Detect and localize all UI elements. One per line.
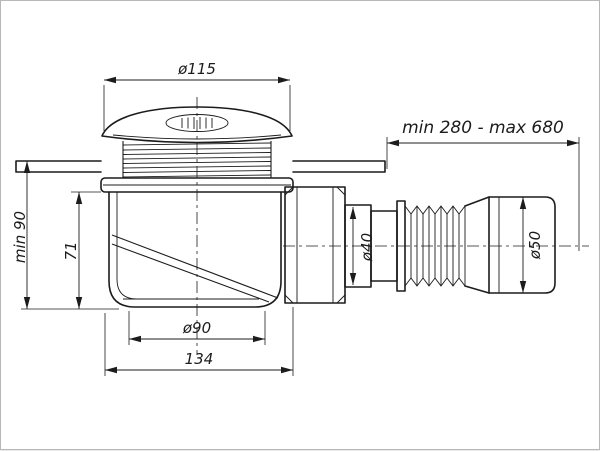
hose-bottom-edge [404, 277, 466, 287]
thread-lines [122, 142, 272, 178]
internal-baffle [111, 234, 279, 303]
dome-cap [101, 106, 293, 144]
dim-length-extension-lines [386, 137, 580, 251]
vent-grille-slots [181, 117, 213, 129]
body-outer-wall [108, 191, 282, 308]
dim-hose-length: min 280 - max 680 [386, 118, 580, 251]
trap-body [108, 191, 282, 308]
clamp-flange [100, 177, 294, 193]
thread-walls [122, 141, 272, 178]
outlet-nut [284, 186, 346, 304]
dim-body-height: 71 [62, 191, 101, 309]
dim-end-diameter: ø50 [519, 197, 544, 293]
dim-cap-diameter: ø115 [103, 60, 291, 131]
vent-grille [165, 114, 229, 132]
dim-134-extension-lines [104, 307, 294, 376]
dim-label-body-height: 71 [62, 241, 80, 260]
end-connector [488, 196, 556, 294]
shower-tray-left [15, 160, 102, 173]
dim-label-hose-length: min 280 - max 680 [402, 118, 564, 138]
dim-label-end-diameter: ø50 [526, 231, 544, 260]
hose-top-edge [404, 205, 466, 215]
thread-section [122, 141, 272, 178]
dim-label-overall-width: 134 [185, 350, 214, 368]
end-connector-outline [488, 196, 556, 294]
dim-label-cap-diameter: ø115 [177, 60, 216, 78]
dim-overall-width: 134 [104, 307, 294, 376]
flange-outline [100, 177, 294, 193]
nut-outline [284, 186, 346, 304]
dim-sump-diameter: ø90 [128, 311, 266, 345]
nut-facets [284, 186, 346, 304]
hose-ridges [404, 206, 466, 286]
dim-installation-height: min 90 [11, 161, 119, 310]
hose-valleys [410, 214, 460, 278]
shower-tray-right [292, 160, 386, 173]
dome-cap-silhouette [101, 106, 293, 144]
dome-cap-rim-line [112, 134, 282, 140]
dim-label-installation-height: min 90 [11, 211, 29, 263]
dim-outlet-diameter: ø40 [349, 207, 376, 285]
dim-label-outlet-diameter: ø40 [358, 233, 376, 262]
dim-label-sump-diameter: ø90 [182, 319, 211, 337]
hose-taper [464, 196, 490, 294]
vent-grille-outline [165, 114, 229, 132]
tray-right-lines [292, 160, 386, 173]
corrugated-hose [404, 205, 466, 287]
body-inner-wall [116, 192, 259, 300]
tray-left-lines [15, 160, 102, 173]
dim-cap-extension-lines [103, 85, 291, 131]
